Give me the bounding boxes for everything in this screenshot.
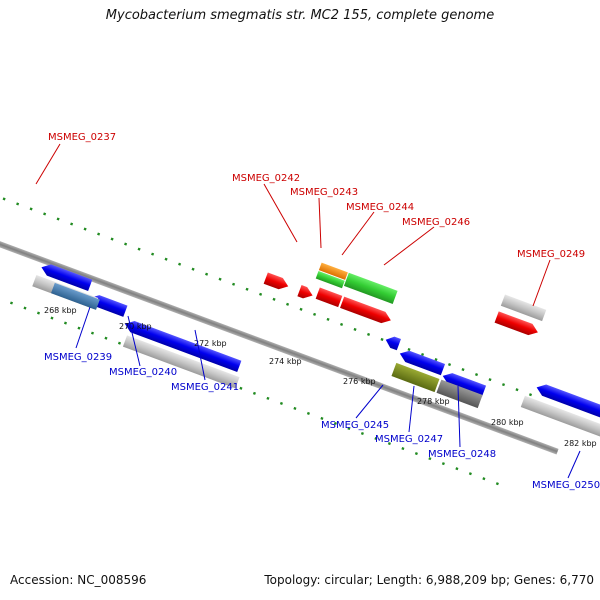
rna-green-small[interactable] bbox=[315, 271, 345, 289]
gene-msmeg-0239[interactable] bbox=[39, 262, 93, 291]
map-title: Mycobacterium smegmatis str. MC2 155, co… bbox=[105, 8, 495, 23]
tick-label: 272 kbp bbox=[194, 339, 227, 348]
gene-msmeg-0247[interactable] bbox=[398, 348, 446, 376]
feature-track bbox=[32, 262, 600, 439]
rna-orange[interactable] bbox=[318, 262, 348, 280]
feature-grey-0241[interactable] bbox=[122, 335, 240, 389]
reverse-tick-ring bbox=[0, 261, 503, 487]
gene-label-msmeg-0240[interactable]: MSMEG_0240 bbox=[109, 367, 177, 378]
feature-grey-0249[interactable] bbox=[500, 294, 547, 322]
forward-gene-labels: MSMEG_0237 MSMEG_0242 MSMEG_0243 MSMEG_0… bbox=[48, 132, 585, 260]
gene-msmeg-0244[interactable] bbox=[315, 287, 343, 308]
gene-msmeg-0249[interactable] bbox=[494, 311, 540, 338]
gene-label-msmeg-0247[interactable]: MSMEG_0247 bbox=[375, 434, 443, 445]
gene-label-msmeg-0241[interactable]: MSMEG_0241 bbox=[171, 382, 239, 393]
gene-label-msmeg-0243[interactable]: MSMEG_0243 bbox=[290, 187, 358, 198]
reverse-leaders bbox=[75, 306, 581, 479]
gene-label-msmeg-0244[interactable]: MSMEG_0244 bbox=[346, 202, 414, 213]
reverse-gene-labels: MSMEG_0239 MSMEG_0240 MSMEG_0241 MSMEG_0… bbox=[44, 352, 600, 491]
gene-label-msmeg-0242[interactable]: MSMEG_0242 bbox=[232, 173, 300, 184]
genome-stats-text: Topology: circular; Length: 6,988,209 bp… bbox=[264, 573, 594, 587]
forward-leaders bbox=[35, 143, 551, 307]
gene-msmeg-0246[interactable] bbox=[340, 296, 393, 326]
gene-label-msmeg-0249[interactable]: MSMEG_0249 bbox=[517, 249, 585, 260]
tick-label: 282 kbp bbox=[564, 439, 597, 448]
tick-label: 274 kbp bbox=[269, 357, 302, 366]
tick-label: 268 kbp bbox=[44, 306, 77, 315]
gene-msmeg-0250[interactable] bbox=[535, 382, 600, 422]
tick-label: 276 kbp bbox=[343, 377, 376, 386]
genome-backbone bbox=[0, 204, 559, 455]
tick-labels: 268 kbp 270 kbp 272 kbp 274 kbp 276 kbp … bbox=[44, 306, 597, 448]
accession-text: Accession: NC_008596 bbox=[10, 573, 147, 587]
gene-label-msmeg-0250[interactable]: MSMEG_0250 bbox=[532, 480, 600, 491]
feature-grey-0250[interactable] bbox=[520, 395, 600, 439]
gene-msmeg-0243[interactable] bbox=[297, 284, 314, 301]
gene-msmeg-0242[interactable] bbox=[263, 272, 291, 292]
tick-label: 278 kbp bbox=[417, 397, 450, 406]
gene-label-msmeg-0245[interactable]: MSMEG_0245 bbox=[321, 420, 389, 431]
tick-label: 270 kbp bbox=[119, 322, 152, 331]
gene-msmeg-0248[interactable] bbox=[441, 370, 487, 397]
gene-label-msmeg-0237[interactable]: MSMEG_0237 bbox=[48, 132, 116, 143]
feature-darkgrey[interactable] bbox=[436, 379, 483, 409]
gene-label-msmeg-0248[interactable]: MSMEG_0248 bbox=[428, 449, 496, 460]
feature-olive[interactable] bbox=[391, 362, 440, 393]
gene-msmeg-0241[interactable] bbox=[123, 318, 242, 373]
rna-green-large[interactable] bbox=[343, 272, 398, 304]
forward-tick-ring bbox=[0, 172, 536, 398]
gene-msmeg-0245[interactable] bbox=[384, 334, 401, 351]
tick-label: 280 kbp bbox=[491, 418, 524, 427]
gene-label-msmeg-0246[interactable]: MSMEG_0246 bbox=[402, 217, 470, 228]
gene-label-msmeg-0239[interactable]: MSMEG_0239 bbox=[44, 352, 112, 363]
feature-steelblue-0239[interactable] bbox=[51, 282, 100, 310]
